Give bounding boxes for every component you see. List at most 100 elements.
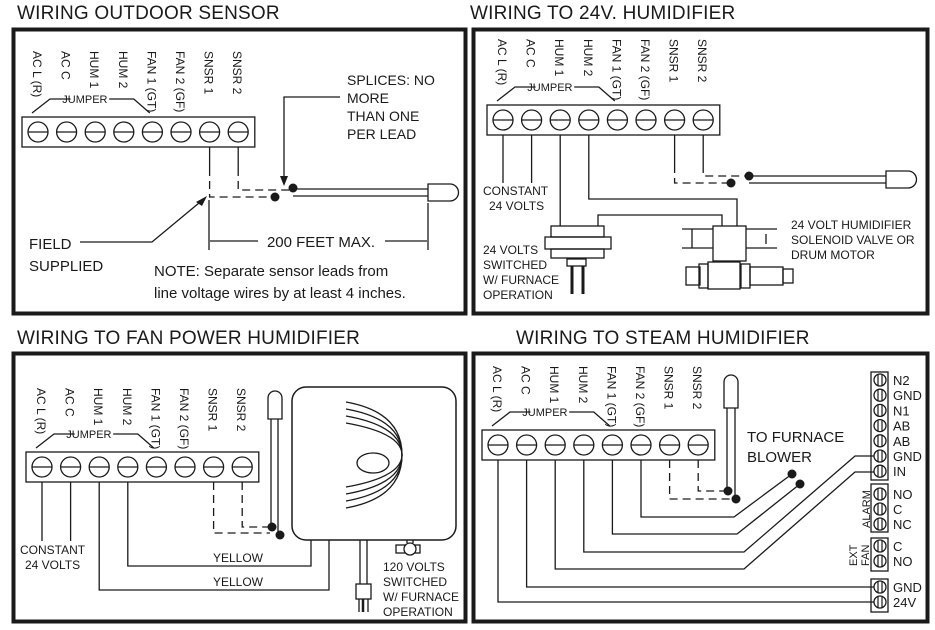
plug-icon — [355, 583, 372, 600]
jumper-label: JUMPER — [66, 429, 111, 441]
terminal-label: FAN 2 (GF) — [638, 39, 652, 100]
jumper-bracket — [31, 98, 71, 114]
splices-note: MORE — [347, 90, 389, 106]
terminal-label: SNSR 2 — [690, 366, 704, 410]
fan2-to-blower-wire — [640, 460, 793, 518]
steam-terminal-label: AB — [893, 434, 910, 449]
jumper-label: JUMPER — [62, 94, 107, 106]
fan-hub-icon — [356, 452, 390, 474]
terminal-screw-icon — [873, 449, 887, 463]
outdoor-sensor-probe-icon — [885, 170, 918, 189]
constant-24v-label: 24 VOLTS — [489, 199, 544, 213]
terminal-label: SNSR 1 — [202, 51, 216, 95]
switched-24v-label: 24 VOLTS — [483, 243, 538, 257]
steam-terminal-label: AB — [893, 419, 910, 434]
splice-dot — [795, 479, 805, 489]
arrow-head-icon — [280, 176, 288, 186]
pipe-end — [782, 268, 794, 284]
pipe-fitting — [749, 266, 784, 286]
field-wire — [208, 168, 272, 198]
panel-outdoor-sensor: AC L (R) AC C HUM 1 HUM 2 FAN 1 (GT) FAN 2 (G… — [21, 51, 460, 302]
fan-power-humidifier-icon — [291, 386, 457, 541]
switched-24v-label: SWITCHED — [483, 258, 547, 272]
fan1-to-blower-wire — [611, 460, 801, 535]
terminal-screw-icon — [873, 388, 887, 402]
furnace-blower-label: BLOWER — [747, 449, 812, 466]
power-terminal-group — [870, 578, 889, 613]
relay-body — [550, 248, 605, 259]
splice-dot — [787, 469, 797, 479]
terminal-screw-icon — [873, 580, 887, 594]
constant-24v-label: 24 VOLTS — [25, 558, 80, 572]
splice-dot — [723, 486, 733, 496]
humidifier-device-label: DRUM MOTOR — [791, 248, 875, 262]
terminal-label: HUM 1 — [91, 388, 105, 426]
ext-fan-terminal-group — [870, 537, 889, 572]
terminal-label: FAN 2 (GF) — [173, 51, 187, 112]
terminal-label: AC C — [59, 51, 73, 80]
separation-note: line voltage wires by at least 4 inches. — [154, 285, 406, 302]
humidifier-device-label: SOLENOID VALVE OR — [791, 233, 915, 247]
terminal-label: HUM 1 — [87, 51, 101, 89]
field-supplied-label: SUPPLIED — [29, 258, 103, 275]
jumper-bracket — [491, 411, 531, 427]
terminal-label: HUM 1 — [547, 366, 561, 404]
wire-color-label: YELLOW — [213, 551, 264, 565]
fan-swirl-line — [345, 401, 403, 456]
switch-knob — [403, 542, 417, 556]
terminal-label: AC L (R) — [34, 388, 48, 434]
ac-c-to-gnd-wire — [525, 460, 874, 588]
terminal-label: AC C — [519, 366, 533, 395]
field-wire — [237, 168, 290, 191]
terminal-label: AC C — [63, 388, 77, 417]
relay-thread — [566, 258, 587, 267]
relay-icon — [550, 225, 605, 238]
terminal-label: HUM 2 — [581, 39, 595, 77]
field-wire — [697, 460, 725, 492]
relay-to-valve-wire — [597, 214, 723, 226]
terminal-label: FAN 1 (GT) — [144, 51, 158, 112]
steam-terminal-label: IN — [893, 464, 906, 479]
fan-swirl-line — [345, 454, 403, 502]
terminal-label: HUM 2 — [116, 51, 130, 89]
jumper-label: JUMPER — [522, 407, 567, 419]
power-terminal-label: 24V — [893, 595, 916, 610]
terminal-screw-icon — [873, 487, 887, 501]
splice-dot — [275, 530, 285, 540]
valve-body — [707, 261, 741, 290]
field-wire — [673, 165, 730, 184]
ext-fan-terminal-label: C — [893, 539, 902, 554]
fan-swirl-line — [345, 454, 403, 495]
terminal-screw-icon — [873, 595, 887, 609]
switched-24v-label: W/ FURNACE — [483, 273, 559, 287]
steam-terminal-strip — [870, 371, 889, 481]
terminal-label: FAN 1 (GT) — [609, 39, 623, 100]
terminal-label: SNSR 2 — [695, 39, 709, 83]
steam-terminal-label: GND — [893, 449, 922, 464]
terminal-label: AC L (R) — [30, 51, 44, 97]
terminal-screw-icon — [873, 373, 887, 387]
panel-title-24v-humidifier: WIRING TO 24V. HUMIDIFIER — [470, 3, 736, 24]
alarm-group-label: ALARM — [861, 490, 873, 528]
terminal-label: AC C — [524, 39, 538, 68]
splice-dot — [726, 178, 736, 188]
terminal-screw-icon — [873, 418, 887, 433]
jumper-bracket — [109, 98, 151, 114]
terminal-screw-icon — [873, 502, 887, 516]
outdoor-sensor-probe-icon — [427, 183, 460, 202]
switched-120v-label: W/ FURNACE — [383, 590, 459, 604]
switched-24v-label: OPERATION — [483, 288, 553, 302]
splices-note: PER LEAD — [347, 126, 416, 142]
fan-swirl-line — [345, 408, 403, 456]
jumper-label: JUMPER — [527, 82, 572, 94]
solenoid-valve-icon — [712, 225, 747, 262]
terminal-label: SNSR 2 — [230, 51, 244, 95]
constant-24v-label: CONSTANT — [483, 184, 549, 198]
relay-flange — [544, 236, 612, 250]
terminal-label: SNSR 2 — [234, 388, 248, 432]
field-wire — [241, 482, 268, 528]
steam-terminal-label: GND — [893, 388, 922, 403]
splices-note: THAN ONE — [347, 108, 419, 124]
pipe-fitting — [685, 266, 701, 286]
